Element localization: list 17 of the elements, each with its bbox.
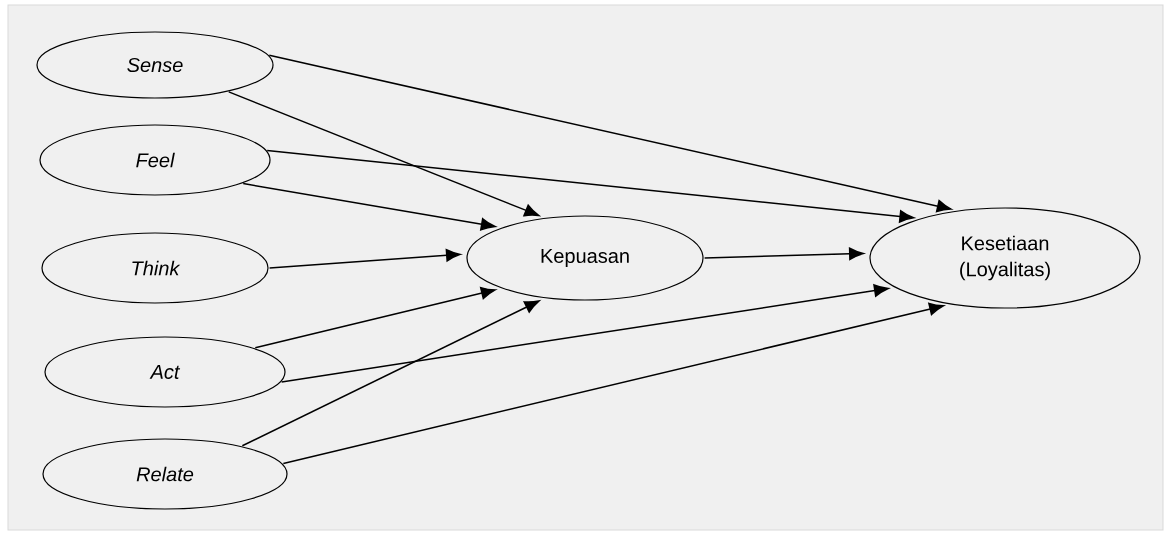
arrow (254, 286, 496, 349)
arrow (266, 149, 915, 223)
arrow (703, 247, 864, 261)
ellipse-node: Act (44, 336, 286, 408)
arrow (228, 91, 540, 217)
arrow (268, 248, 461, 269)
arrow (268, 54, 952, 213)
arrow (280, 284, 889, 383)
arrow (241, 300, 540, 447)
ellipse-node: Kesetiaan (Loyalitas) (869, 207, 1141, 309)
ellipse-node: Kepuasan (466, 215, 704, 301)
arrow (242, 182, 496, 231)
ellipse-node: Relate (42, 438, 288, 510)
ellipse-node: Think (41, 232, 269, 304)
arrow (282, 302, 944, 465)
ellipse-node: Sense (36, 31, 274, 99)
ellipse-node: Feel (39, 124, 271, 196)
